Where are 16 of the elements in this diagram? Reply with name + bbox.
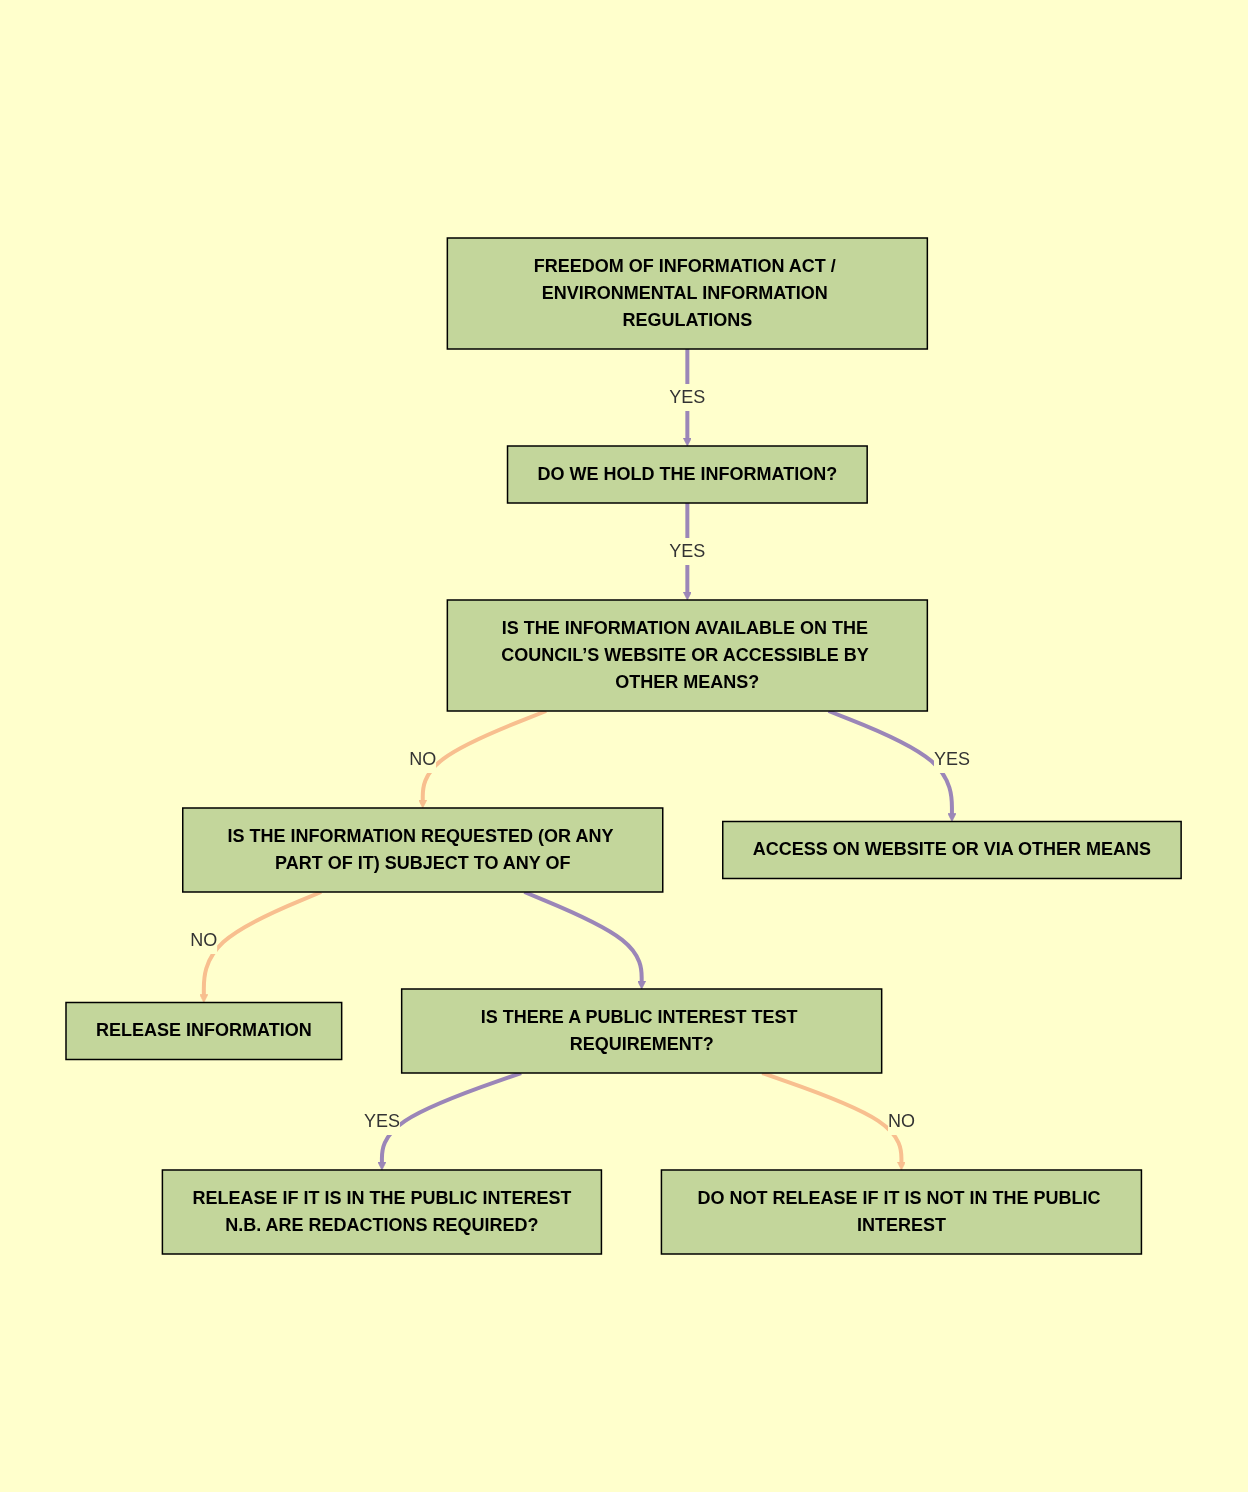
edge-label: NO [888,1111,916,1131]
node-box: FREEDOM OF INFORMATION ACT / ENVIRONMENTAL INFORMATION REGULATIONS [447,237,929,350]
node-box: IS THERE A PUBLIC INTEREST TEST REQUIREMENT? [401,988,883,1074]
node-box: ACCESS ON WEBSITE OR VIA OTHER MEANS [722,820,1183,880]
node-box: RELEASE INFORMATION [65,1001,343,1061]
node-box: IS THE INFORMATION REQUESTED (OR ANY PART OF IT) SUBJECT TO ANY OF [182,807,664,893]
edge-label: YES [934,749,971,769]
node-box: DO WE HOLD THE INFORMATION? [507,445,869,504]
node-box: RELEASE IF IT IS IN THE PUBLIC INTEREST N.B. ARE REDACTIONS REQUIRED? [162,1169,603,1255]
node-box: DO NOT RELEASE IF IT IS NOT IN THE PUBLIC INTEREST [661,1169,1143,1255]
edge-label: NO [409,749,437,769]
edge-label: YES [364,1111,401,1131]
node-box: IS THE INFORMATION AVAILABLE ON THE COUNCIL’S WEBSITE OR ACCESSIBLE BY OTHER MEANS? [447,599,929,712]
edge-label: YES [669,541,706,561]
edge-label: NO [190,930,218,950]
edge-label: YES [669,387,706,407]
